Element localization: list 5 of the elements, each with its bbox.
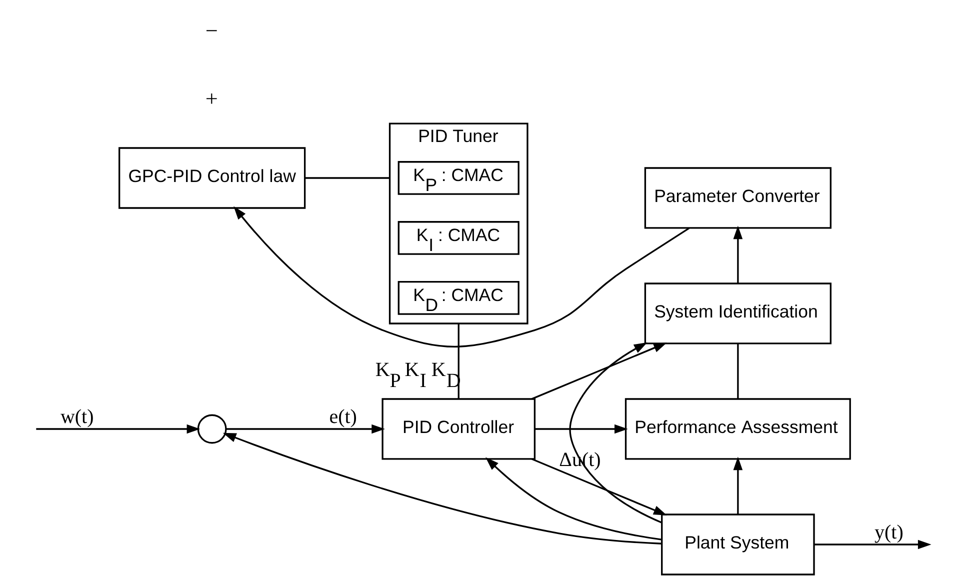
edge-label: y(t) (874, 521, 903, 544)
label: + (204, 86, 218, 111)
edge-label: w(t) (60, 406, 94, 428)
edge-label: e(t) (328, 406, 356, 428)
label: − (204, 18, 218, 44)
